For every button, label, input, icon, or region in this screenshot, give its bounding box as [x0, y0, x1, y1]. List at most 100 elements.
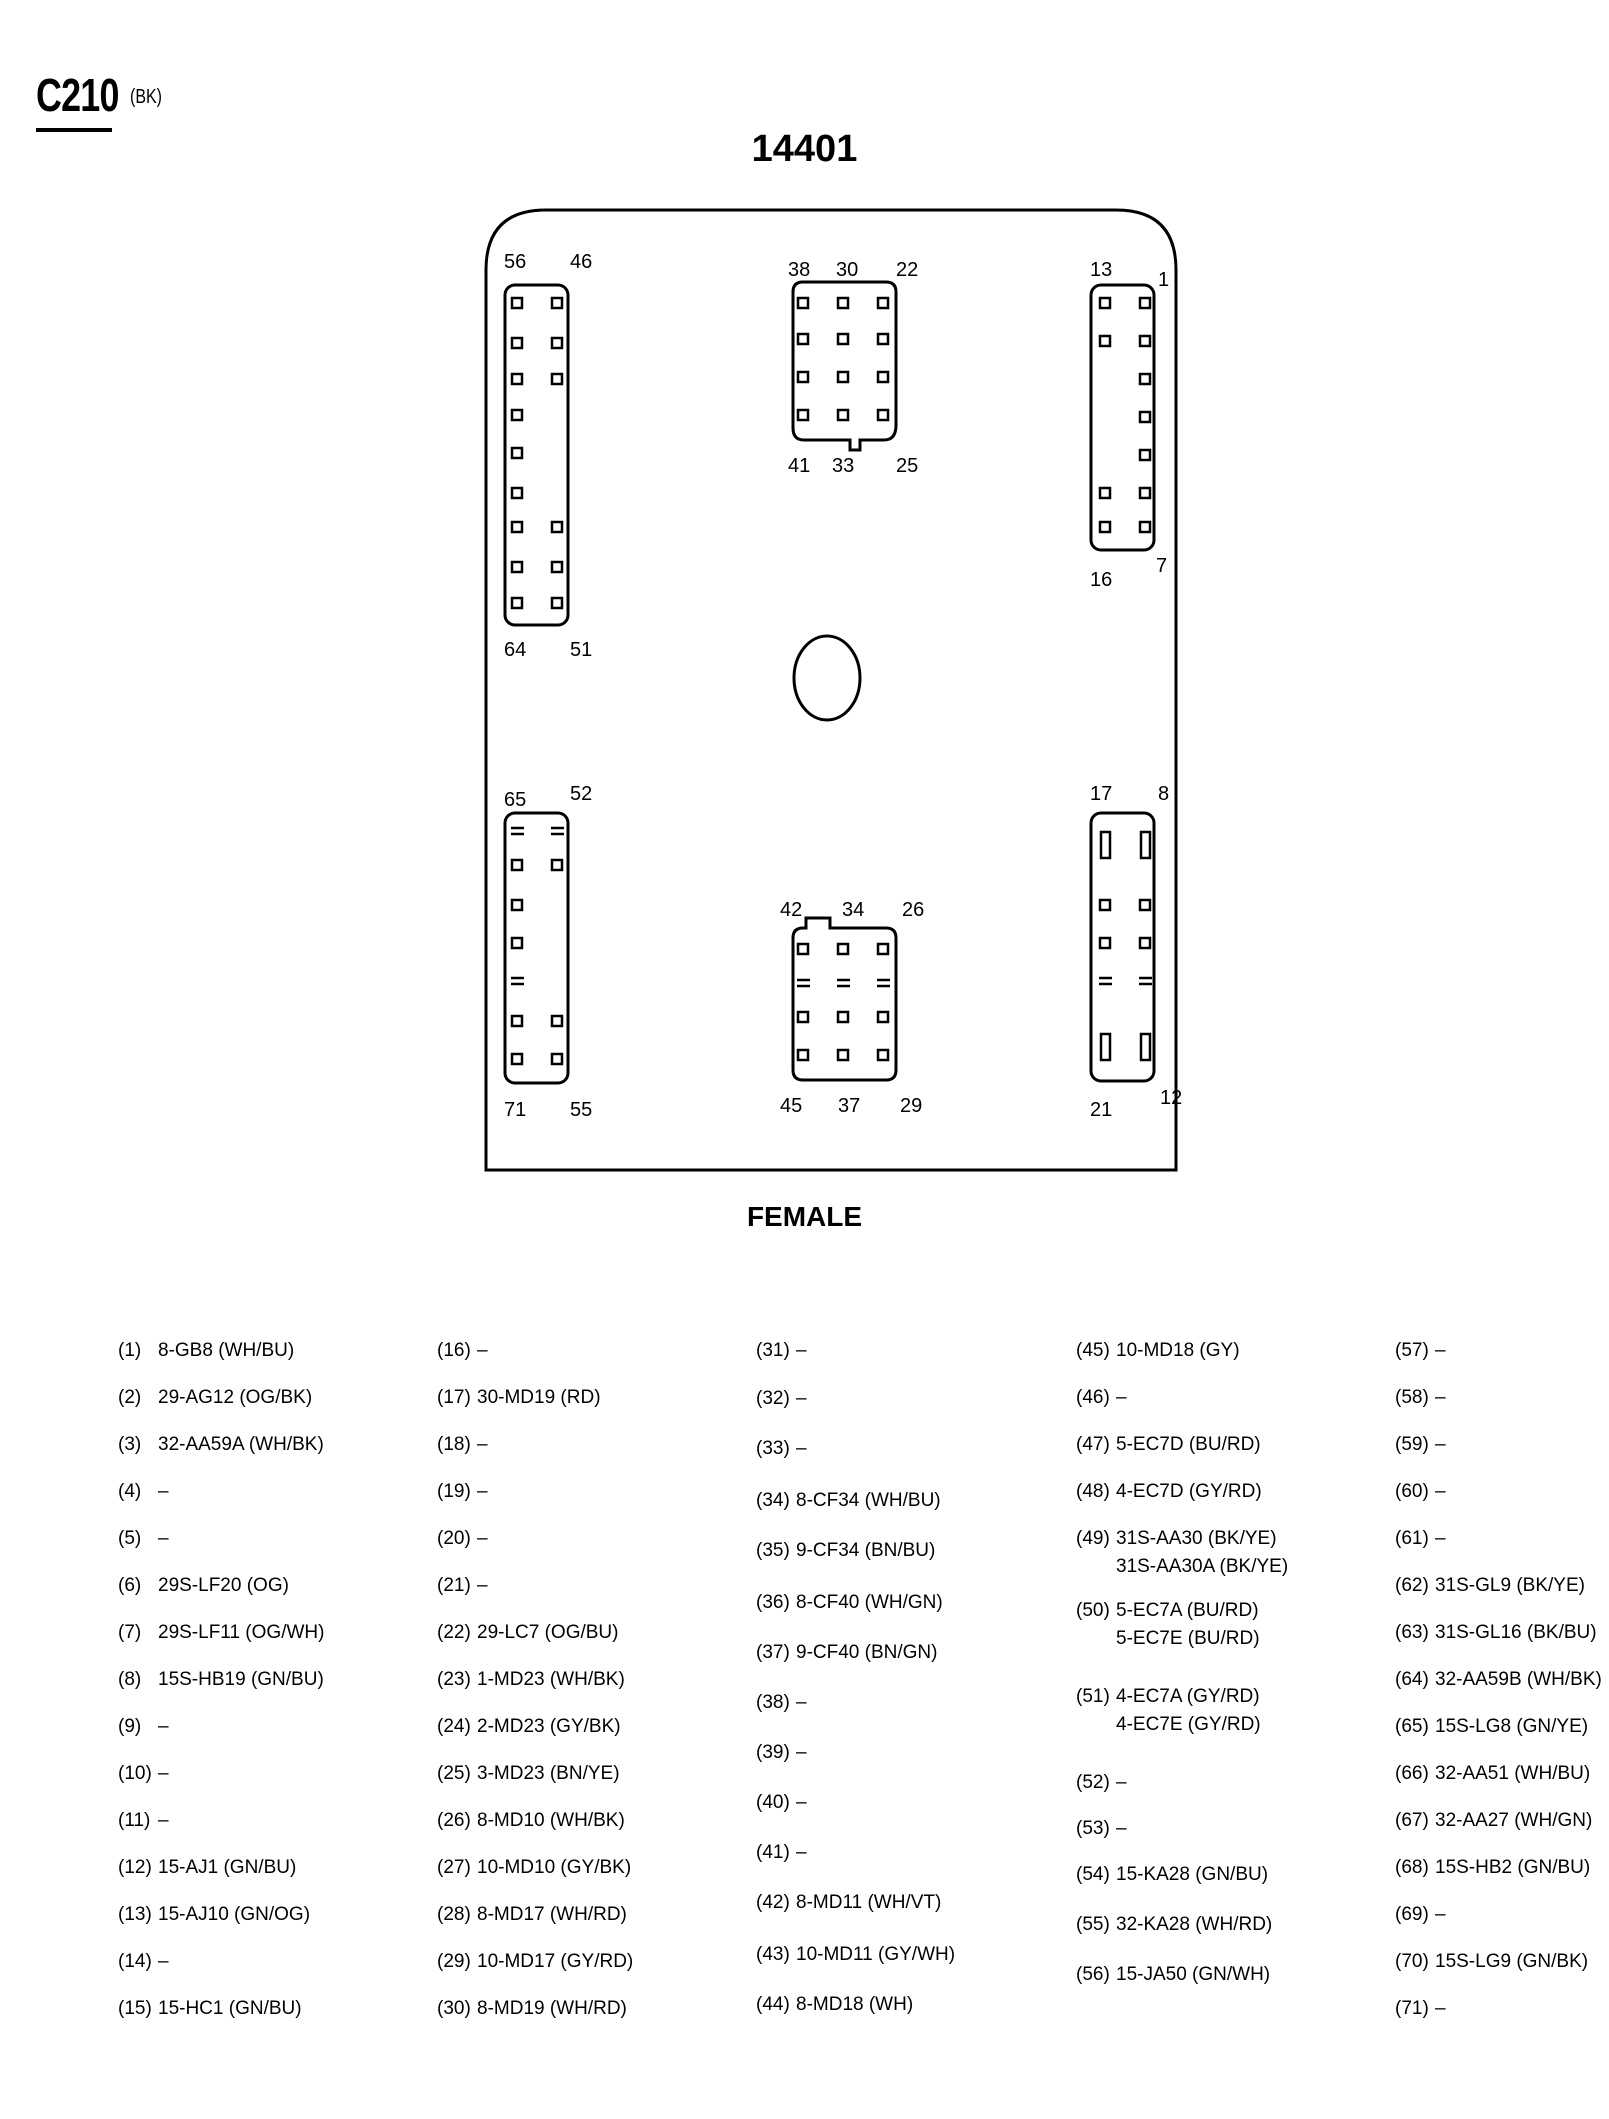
legend-item: (6) 29S-LF20 (OG)	[118, 1575, 289, 1597]
legend-circuit: 32-AA59B (WH/BK)	[1435, 1669, 1602, 1690]
pin-label-29: 29	[900, 1095, 922, 1117]
legend-item: (3)32-AA59A (WH/BK)	[118, 1434, 324, 1456]
legend-circuit: –	[1116, 1387, 1127, 1408]
legend-pin-number: (42)	[756, 1892, 790, 1913]
legend-circuit: 3-MD23 (BN/YE)	[477, 1763, 620, 1784]
legend-circuit: –	[1435, 1434, 1446, 1455]
legend-circuit: 9-CF34 (BN/BU)	[796, 1540, 936, 1561]
legend-pin-number: (56)	[1076, 1964, 1110, 1985]
legend-item: (16)–	[437, 1340, 488, 1362]
legend-circuit: 8-MD10 (WH/BK)	[477, 1810, 625, 1831]
legend-circuit: –	[158, 1951, 169, 1972]
legend-circuit: 10-MD11 (GY/WH)	[796, 1944, 956, 1965]
connector-color: (BK)	[130, 86, 162, 108]
pin-label-30: 30	[836, 259, 858, 281]
legend-circuit: 15S-LG8 (GN/YE)	[1435, 1716, 1589, 1737]
legend-pin-number: (64)	[1395, 1669, 1429, 1690]
legend-item: (19)–	[437, 1481, 488, 1503]
cavity-block-bottom-right	[1089, 811, 1156, 1083]
legend-pin-number: (6)	[118, 1575, 142, 1596]
legend-circuit: –	[1435, 1998, 1446, 2019]
legend-item: (41)–	[756, 1842, 807, 1864]
pin-label-25: 25	[896, 455, 918, 477]
legend-item: (62) 31S-GL9 (BK/YE)	[1395, 1575, 1585, 1597]
center-hole	[792, 634, 862, 722]
terminals-bottom-right	[1098, 830, 1152, 1062]
legend-item: (44)8-MD18 (WH)	[756, 1994, 913, 2016]
legend-item: (25) 3-MD23 (BN/YE)	[437, 1763, 620, 1785]
legend-circuit: 8-GB8 (WH/BU)	[158, 1340, 295, 1361]
cavity-block-bottom-center	[791, 916, 898, 1082]
pin-label-21: 21	[1090, 1099, 1112, 1121]
legend-circuit: 32-AA27 (WH/GN)	[1435, 1810, 1593, 1831]
legend-pin-number: (31)	[756, 1340, 790, 1361]
pin-label-38: 38	[788, 259, 810, 281]
legend-item: (50)5-EC7A (BU/RD)5-EC7E (BU/RD)	[1076, 1600, 1260, 1650]
legend-pin-number: (67)	[1395, 1810, 1429, 1831]
legend-circuit: 32-AA59A (WH/BK)	[158, 1434, 324, 1455]
legend-item: (8)15S-HB19 (GN/BU)	[118, 1669, 324, 1691]
legend-item: (30)8-MD19 (WH/RD)	[437, 1998, 627, 2020]
legend-item: (57)–	[1395, 1340, 1446, 1362]
legend-pin-number: (24)	[437, 1716, 471, 1737]
legend-item: (15)15-HC1 (GN/BU)	[118, 1998, 302, 2020]
legend-item: (29)10-MD17 (GY/RD)	[437, 1951, 633, 1973]
legend-pin-number: (58)	[1395, 1387, 1429, 1408]
legend-circuit: 4-EC7A (GY/RD)	[1116, 1686, 1260, 1707]
pin-label-71: 71	[504, 1099, 526, 1121]
pin-label-51: 51	[570, 639, 592, 661]
pin-label-12: 12	[1160, 1087, 1182, 1109]
legend-item: (17)30-MD19 (RD)	[437, 1387, 601, 1409]
legend-pin-number: (25)	[437, 1763, 471, 1784]
legend-pin-number: (5)	[118, 1528, 142, 1549]
legend-circuit: –	[796, 1388, 807, 1409]
terminals-top-right	[1098, 296, 1152, 534]
legend-pin-number: (54)	[1076, 1864, 1110, 1885]
legend-circuit: 9-CF40 (BN/GN)	[796, 1642, 938, 1663]
legend-item: (63)31S-GL16 (BK/BU)	[1395, 1622, 1597, 1644]
legend-pin-number: (1)	[118, 1340, 142, 1361]
legend-pin-number: (20)	[437, 1528, 471, 1549]
legend-circuit: 5-EC7A (BU/RD)	[1116, 1600, 1259, 1621]
pin-label-1: 1	[1158, 269, 1169, 291]
legend-circuit: –	[158, 1810, 169, 1831]
legend-item: (61)–	[1395, 1528, 1446, 1550]
legend-item: (59)–	[1395, 1434, 1446, 1456]
legend-pin-number: (7)	[118, 1622, 142, 1643]
legend-pin-number: (68)	[1395, 1857, 1429, 1878]
legend-circuit: 30-MD19 (RD)	[477, 1387, 601, 1408]
legend-pin-number: (50)	[1076, 1600, 1110, 1621]
legend-circuit: 8-CF34 (WH/BU)	[796, 1490, 941, 1511]
legend-pin-number: (55)	[1076, 1914, 1110, 1935]
legend-pin-number: (51)	[1076, 1686, 1110, 1707]
legend-pin-number: (62)	[1395, 1575, 1429, 1596]
legend-circuit: 15S-HB2 (GN/BU)	[1435, 1857, 1591, 1878]
legend-pin-number: (46)	[1076, 1387, 1110, 1408]
legend-pin-number: (57)	[1395, 1340, 1429, 1361]
legend-item: (53)–	[1076, 1818, 1127, 1840]
legend-circuit: 29S-LF20 (OG)	[158, 1575, 289, 1596]
legend-circuit: –	[158, 1481, 169, 1502]
gender-label: FEMALE	[746, 1201, 863, 1232]
legend-item: (69)–	[1395, 1904, 1446, 1926]
cavity-block-top-right	[1089, 283, 1156, 552]
legend-item: (14)–	[118, 1951, 169, 1973]
legend-circuit: 31S-GL9 (BK/YE)	[1435, 1575, 1585, 1596]
legend-pin-number: (47)	[1076, 1434, 1110, 1455]
legend-item: (65)15S-LG8 (GN/YE)	[1395, 1716, 1588, 1738]
legend-item: (38)–	[756, 1692, 807, 1714]
legend-pin-number: (9)	[118, 1716, 142, 1737]
legend-pin-number: (71)	[1395, 1998, 1429, 2019]
legend-circuit: 10-MD10 (GY/BK)	[477, 1857, 632, 1878]
pin-label-52: 52	[570, 783, 592, 805]
pin-label-55: 55	[570, 1099, 592, 1121]
legend-circuit: 15-KA28 (GN/BU)	[1116, 1864, 1269, 1885]
legend-pin-number: (27)	[437, 1857, 471, 1878]
pin-label-16: 16	[1090, 569, 1112, 591]
legend-pin-number: (52)	[1076, 1772, 1110, 1793]
legend-item: (51)4-EC7A (GY/RD)4-EC7E (GY/RD)	[1076, 1686, 1261, 1736]
legend-circuit: 5-EC7D (BU/RD)	[1116, 1434, 1261, 1455]
legend-circuit: 10-MD17 (GY/RD)	[477, 1951, 634, 1972]
legend-item: (56)15-JA50 (GN/WH)	[1076, 1964, 1270, 1986]
legend-item: (40)–	[756, 1792, 807, 1814]
